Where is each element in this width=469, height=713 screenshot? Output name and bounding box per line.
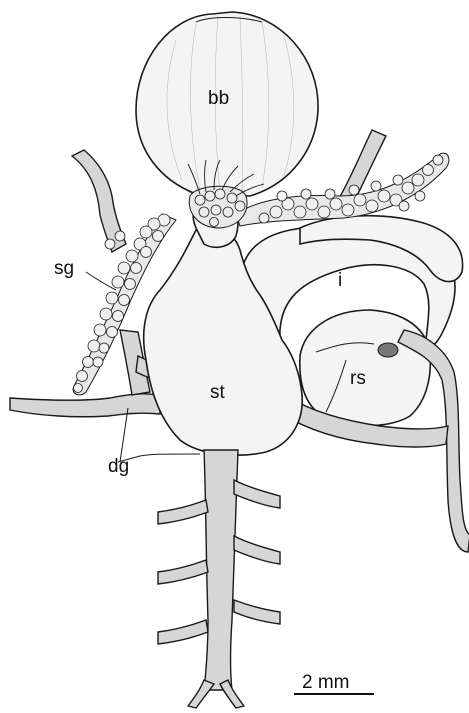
label-rs: rs	[350, 368, 366, 389]
receptaculum-bulb	[378, 343, 398, 357]
scale-bar: 2 mm	[294, 672, 374, 694]
label-sg: sg	[54, 258, 74, 279]
digestive-gland-trunk	[204, 450, 238, 690]
label-i: i	[338, 270, 342, 291]
label-dg: dg	[108, 456, 129, 477]
scale-bar-label: 2 mm	[302, 672, 350, 693]
label-bb: bb	[208, 88, 229, 109]
label-st: st	[210, 382, 226, 403]
left-digestive-duct	[10, 394, 160, 417]
